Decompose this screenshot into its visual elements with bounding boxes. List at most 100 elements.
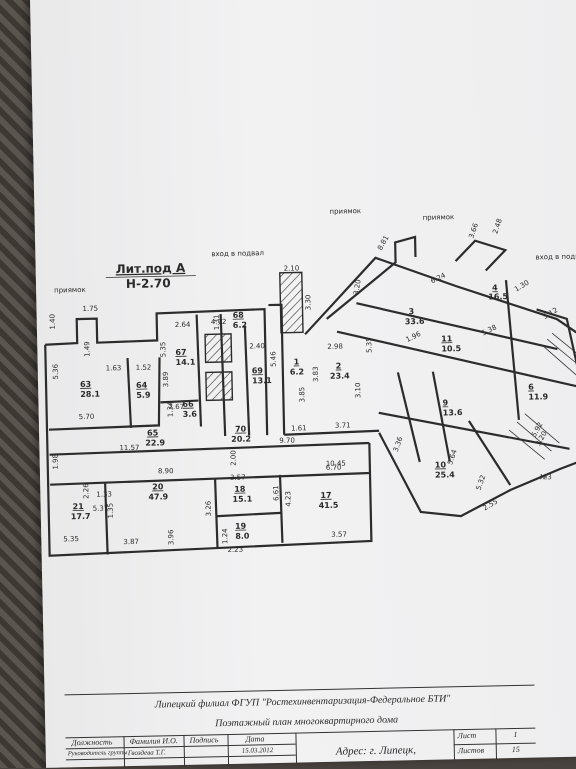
svg-text:25.4: 25.4: [435, 470, 455, 479]
svg-text:47.9: 47.9: [148, 492, 168, 501]
room-4: 416.5: [488, 283, 508, 301]
dimension-label: 5.70: [79, 413, 95, 421]
col-position: Должность: [71, 737, 113, 748]
svg-text:6.2: 6.2: [233, 321, 247, 330]
dimension-label: 4.23: [284, 491, 292, 507]
row1-date: 15.03.2012: [241, 746, 274, 755]
svg-text:16.5: 16.5: [488, 292, 508, 301]
dimension-label: 2.55: [482, 497, 499, 512]
svg-text:15.1: 15.1: [232, 494, 252, 503]
dimension-label: 3.83: [312, 366, 320, 382]
col-name: Фамилия И.О.: [129, 736, 178, 747]
svg-text:70: 70: [235, 425, 247, 434]
svg-text:41.5: 41.5: [319, 501, 339, 510]
svg-text:2: 2: [336, 362, 342, 371]
dimension-label: 1.24: [221, 528, 229, 544]
room-6: 611.9: [528, 383, 549, 402]
room-2: 223.4: [330, 362, 350, 381]
dimension-label: 2.26: [82, 483, 90, 499]
dimension-label: 2.40: [249, 342, 265, 350]
dimension-label: 1.31: [213, 314, 221, 330]
svg-text:3: 3: [409, 307, 415, 316]
dimension-label: 3.71: [335, 421, 351, 429]
dimension-label: 5.35: [159, 342, 167, 358]
room-9: 913.6: [442, 398, 463, 417]
dimension-label: 5.35: [63, 535, 79, 543]
dimension-label: 3.96: [167, 529, 175, 545]
sheets-label: Листов: [457, 745, 485, 756]
svg-text:6: 6: [528, 383, 534, 392]
dimension-label: 11.57: [119, 444, 139, 452]
dimension-label: 3.26: [205, 500, 213, 516]
dimension-label: 6.61: [272, 485, 280, 501]
pit-label-left: приямок: [54, 286, 86, 295]
svg-text:17.7: 17.7: [71, 512, 91, 521]
svg-text:23.4: 23.4: [330, 371, 350, 380]
dimension-label: 1.49: [83, 341, 91, 357]
dimension-label: 3.89: [162, 372, 170, 388]
dimension-label: 3.57: [230, 474, 246, 482]
svg-text:64: 64: [136, 381, 148, 390]
exit-number: №3: [540, 473, 552, 481]
svg-text:3.6: 3.6: [183, 410, 198, 419]
floor-plan-sheet: Лит.под А Н-2.70 вход в подвал приямок п…: [30, 0, 576, 769]
dimension-label: 2.00: [229, 450, 237, 466]
sheet-label: Лист: [457, 730, 477, 741]
svg-text:9: 9: [442, 398, 448, 407]
svg-text:33.6: 33.6: [405, 317, 425, 326]
svg-text:10.5: 10.5: [441, 344, 461, 353]
vent-shaft-2: [205, 371, 234, 402]
dimension-label: 3.36: [392, 435, 405, 453]
dimension-label: 1.61: [291, 424, 307, 432]
dimension-label: 3.66: [467, 222, 480, 240]
svg-text:6.2: 6.2: [290, 367, 304, 376]
dimension-label: 3.20: [352, 279, 362, 296]
row1-name: Гвоздева Т.Г.: [127, 748, 166, 758]
basement-entry-label: вход в подвал: [211, 249, 264, 258]
room-64: 645.9: [136, 381, 151, 400]
dimension-label: 1.98: [52, 454, 60, 470]
pit-label-mid: приямок: [329, 207, 361, 216]
pit-label-right: приямок: [423, 213, 455, 222]
svg-text:13.6: 13.6: [443, 408, 463, 417]
svg-text:19: 19: [235, 522, 247, 531]
svg-text:20: 20: [152, 482, 164, 491]
dimension-label: 1.63: [106, 364, 122, 372]
dimension-label: 5.35: [365, 337, 373, 353]
dimension-label: 1.52: [136, 364, 152, 372]
dimension-label: 3.57: [331, 530, 347, 538]
room-3: 333.6: [405, 307, 425, 326]
svg-text:28.1: 28.1: [80, 390, 100, 399]
dimension-label: 2.67: [168, 403, 184, 411]
dimension-label: 5.46: [269, 351, 277, 367]
dimension-label: 1.75: [82, 305, 98, 313]
org-name: Липецкий филиал ФГУП "Ростехинвентаризац…: [154, 693, 451, 711]
svg-text:68: 68: [233, 311, 245, 320]
room-68: 686.2: [233, 311, 248, 330]
dimension-label: 9.70: [279, 437, 295, 445]
svg-text:10: 10: [435, 460, 447, 469]
vent-shaft-1: [204, 333, 233, 364]
dimension-label: 2.98: [327, 343, 343, 351]
dimension-label: 5.36: [52, 363, 60, 379]
sheets-value: 15: [511, 744, 520, 755]
dimension-label: 2.48: [491, 218, 504, 235]
svg-text:69: 69: [252, 366, 264, 375]
dimension-label: 3.85: [298, 387, 306, 403]
svg-text:14.1: 14.1: [176, 358, 196, 367]
svg-text:13.1: 13.1: [252, 376, 272, 385]
svg-text:63: 63: [80, 380, 91, 389]
col-date: Дата: [245, 734, 265, 744]
dimension-label: 1.96: [405, 330, 423, 344]
dimension-label: 2.64: [175, 321, 191, 329]
svg-text:22.9: 22.9: [145, 438, 165, 447]
dimension-label: 3.30: [304, 295, 312, 311]
